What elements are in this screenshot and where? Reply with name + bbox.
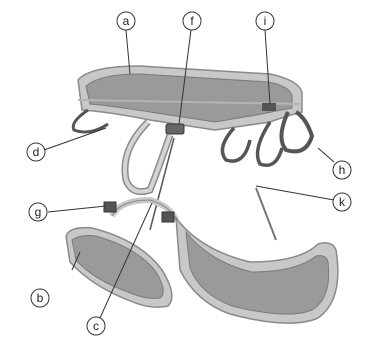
waist-belt: [71, 65, 315, 167]
callout-d-label: d: [33, 145, 40, 159]
right-leg-loop: [161, 187, 339, 324]
callout-a: a: [116, 11, 136, 31]
callout-f-label: f: [190, 14, 194, 28]
callout-h-label: h: [339, 163, 346, 177]
callout-c: c: [86, 316, 106, 336]
left-leg-loop: [65, 196, 179, 308]
callout-f: f: [182, 11, 202, 31]
callout-k: k: [332, 192, 352, 212]
callout-a-label: a: [123, 14, 130, 28]
callout-b: b: [30, 288, 50, 308]
callout-h: h: [332, 160, 352, 180]
callout-lines: [43, 29, 335, 319]
callout-c-label: c: [93, 319, 99, 333]
callout-g-label: g: [35, 205, 42, 219]
callout-d: d: [26, 142, 46, 162]
callout-k-label: k: [339, 195, 346, 209]
callout-i: i: [255, 11, 275, 31]
callout-b-label: b: [37, 291, 44, 305]
callout-g: g: [28, 202, 48, 222]
callout-i-label: i: [264, 14, 267, 28]
belay-loop: [121, 119, 175, 231]
